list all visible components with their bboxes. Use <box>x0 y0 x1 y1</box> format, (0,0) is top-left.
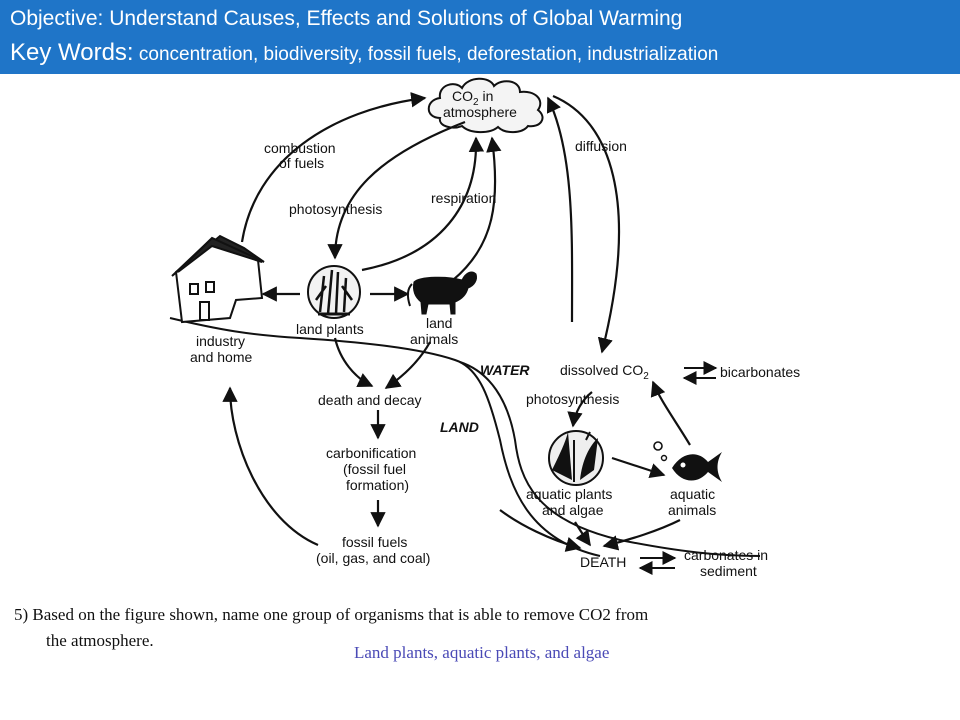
land-label: LAND <box>440 419 479 435</box>
cow-icon <box>407 271 477 315</box>
arrow-respiration-animals <box>452 136 502 281</box>
arrow-respiration-plants <box>361 136 485 272</box>
water-label: WATER <box>480 362 530 378</box>
question-line-2: the atmosphere. <box>46 631 154 650</box>
atmosphere-label: atmosphere <box>443 104 517 120</box>
carbonification-label-3: formation) <box>346 477 409 493</box>
land-animals-label-2: animals <box>410 331 458 347</box>
carbonates-label-2: sediment <box>700 563 757 579</box>
arrow-aquaticanimals-to-death <box>602 519 681 551</box>
objective-text: Objective: Understand Causes, Effects an… <box>10 7 683 30</box>
industry-label-2: and home <box>190 349 252 365</box>
answer-text: Land plants, aquatic plants, and algae <box>354 643 610 662</box>
aquatic-plants-label-2: and algae <box>542 502 604 518</box>
arrow-diffusion-up <box>546 96 574 323</box>
arrow-combustion <box>240 92 427 243</box>
arrow-aquatic-animals-up <box>650 380 691 446</box>
aquatic-animals-label-1: aquatic <box>670 486 715 502</box>
fossil-fuels-label-1: fossil fuels <box>342 534 407 550</box>
arrow-plants-to-fish <box>611 456 666 479</box>
combustion-label-2: of fuels <box>279 155 324 171</box>
co2-label: CO2 in <box>452 88 493 108</box>
arrow-plants-to-decay <box>333 337 374 388</box>
keywords-label: Key Words: <box>10 39 134 66</box>
question-line-1: 5) Based on the figure shown, name one g… <box>14 605 649 624</box>
arrow-diffusion-down <box>552 94 620 354</box>
arrow-land-to-death <box>499 509 582 552</box>
aquatic-animals-label-2: animals <box>668 502 716 518</box>
aquatic-plants-label-1: aquatic plants <box>526 486 612 502</box>
death-decay-label: death and decay <box>318 392 422 408</box>
co2-cloud: CO2 in atmosphere <box>427 77 544 134</box>
carbonification-label-1: carbonification <box>326 445 416 461</box>
water-line <box>459 361 761 557</box>
diffusion-label: diffusion <box>575 138 627 154</box>
photosynthesis-water-label: photosynthesis <box>526 391 619 407</box>
house-icon <box>171 234 265 324</box>
industry-label-1: industry <box>196 333 245 349</box>
question-text: 5) Based on the figure shown, name one g… <box>14 602 944 654</box>
bicarbonates-label: bicarbonates <box>720 364 800 380</box>
respiration-label: respiration <box>431 190 496 206</box>
arrow-aquaticplants-to-death <box>574 521 591 547</box>
fossil-fuels-label-2: (oil, gas, and coal) <box>316 550 430 566</box>
arrow-photosynthesis-land <box>327 120 466 260</box>
death-label: DEATH <box>580 554 626 570</box>
carbon-cycle-diagram: CO2 in atmosphere <box>169 77 800 579</box>
arrow-animals-to-decay <box>384 341 431 389</box>
combustion-label-1: combustion <box>264 140 336 156</box>
arrow-dissolved-to-aquatic <box>567 391 593 428</box>
arrow-fossil-to-industry <box>222 386 319 547</box>
keywords-line: Key Words: concentration, biodiversity, … <box>10 39 718 67</box>
land-plants-icon <box>307 265 361 319</box>
carbonates-label-1: carbonates in <box>684 547 768 563</box>
header-banner: Objective: Understand Causes, Effects an… <box>0 0 960 74</box>
photosynthesis-land-label: photosynthesis <box>289 201 382 217</box>
aquatic-plants-icon <box>548 430 604 486</box>
fish-icon <box>653 441 722 482</box>
ground-line <box>169 317 601 557</box>
dissolved-co2-label: dissolved CO2 <box>560 362 649 382</box>
keywords-text: concentration, biodiversity, fossil fuel… <box>133 44 719 65</box>
land-plants-label: land plants <box>296 321 364 337</box>
carbonification-label-2: (fossil fuel <box>343 461 406 477</box>
land-animals-label-1: land <box>426 315 452 331</box>
